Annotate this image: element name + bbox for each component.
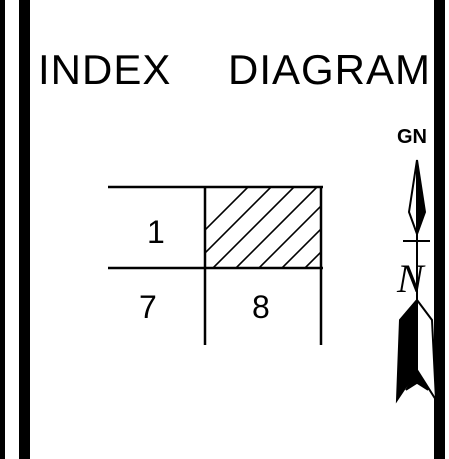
cell-label-8: 8 [252,289,270,325]
left-border [19,0,30,459]
tail-right-outline [416,297,438,404]
grid-north-arrow-outline [407,159,418,235]
title-diagram: DIAGRAM [228,46,431,93]
right-border [434,0,445,459]
left-edge-line [0,0,5,459]
title-index: INDEX [38,46,171,93]
hatched-cell [205,187,321,268]
north-arrow-icon: GN N [395,126,438,404]
cell-label-1: 1 [147,214,165,250]
grid-north-arrow-fill [416,159,427,235]
tail-end [405,368,429,391]
grid-north-label: GN [397,126,427,148]
cell-label-7: 7 [139,289,157,325]
index-grid [108,185,323,345]
north-label: N [396,256,426,301]
